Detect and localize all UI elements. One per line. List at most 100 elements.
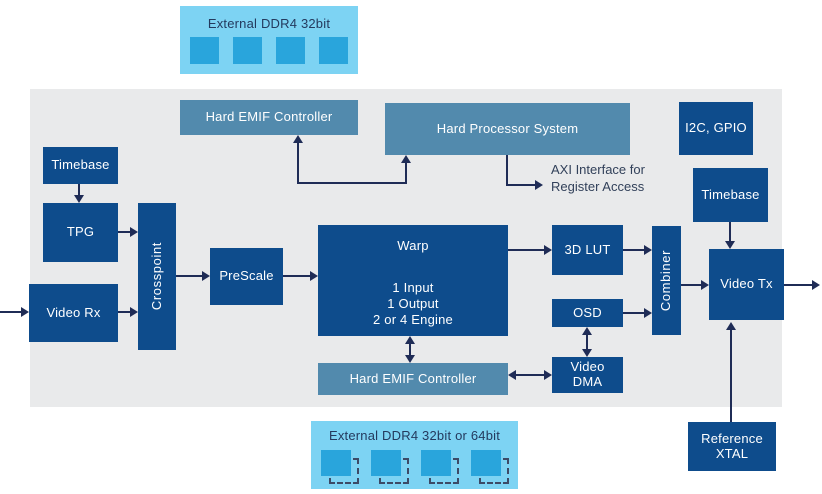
arrow-timebase-to-tpg-line: [78, 184, 80, 196]
block-timebase-right: Timebase: [693, 168, 768, 222]
block-prescale: PreScale: [210, 248, 283, 305]
block-video-rx: Video Rx: [29, 284, 118, 342]
arrow-combiner-to-videotx-head: [701, 280, 709, 290]
arrow-emif-videodma-line: [516, 374, 544, 376]
block-label: Combiner: [658, 249, 674, 312]
arrow-videorx-to-crosspoint-head: [130, 307, 138, 317]
memory-chip-icon: [470, 450, 501, 476]
memory-chip-row: [190, 37, 348, 64]
memory-chip-pair: [370, 450, 409, 484]
block-label: Hard EMIF Controller: [349, 370, 477, 386]
external-ddr4-bottom: External DDR4 32bit or 64bit: [311, 421, 518, 489]
arrow-hps-emif-hline: [297, 182, 407, 184]
arrow-hps-emif-right-vline: [405, 163, 407, 184]
memory-chip-pair: [470, 450, 509, 484]
arrow-osd-videodma-head-down: [582, 349, 592, 357]
axi-note-line: Register Access: [551, 179, 645, 194]
block-3d-lut: 3D LUT: [552, 225, 623, 275]
axi-note-line: AXI Interface for: [551, 162, 645, 177]
warp-title: Warp: [397, 238, 429, 253]
arrow-crosspoint-to-prescale-head: [202, 271, 210, 281]
arrow-prescale-to-warp-head: [310, 271, 318, 281]
block-label: Hard Processor System: [436, 120, 579, 136]
arrow-osd-videodma-head-up: [582, 327, 592, 335]
block-label: TPG: [66, 224, 95, 240]
arrow-hps-to-axi-head: [535, 180, 543, 190]
arrow-videorx-to-crosspoint-line: [118, 311, 130, 313]
arrow-tpg-to-crosspoint-head: [130, 227, 138, 237]
block-label: Reference XTAL: [701, 430, 763, 461]
external-ddr4-top-title: External DDR4 32bit: [207, 16, 331, 31]
memory-chip-pair: [420, 450, 459, 484]
arrow-input-to-videorx-line: [0, 311, 21, 313]
memory-chip-icon: [320, 450, 351, 476]
arrow-crosspoint-to-prescale-line: [176, 275, 202, 277]
block-label: OSD: [573, 304, 602, 320]
block-label: I2C, GPIO: [685, 120, 747, 136]
arrow-3dlut-to-combiner-head: [644, 245, 652, 255]
external-ddr4-bottom-title: External DDR4 32bit or 64bit: [328, 428, 501, 443]
memory-chip-icon: [233, 37, 262, 64]
block-warp: Warp 1 Input 1 Output 2 or 4 Engine: [318, 225, 508, 336]
block-label: Crosspoint: [148, 242, 164, 311]
arrow-warp-emif-head-down: [405, 355, 415, 363]
arrow-timebase-to-videotx-head: [725, 241, 735, 249]
warp-details: 1 Input 1 Output 2 or 4 Engine: [373, 280, 453, 328]
arrow-videotx-to-output-head: [812, 280, 820, 290]
block-hard-processor-system: Hard Processor System: [385, 103, 630, 155]
block-label: Video DMA: [570, 359, 605, 389]
arrow-refxtal-to-videotx-head: [726, 322, 736, 330]
memory-chip-icon: [276, 37, 305, 64]
arrow-3dlut-to-combiner-line: [623, 249, 644, 251]
block-hard-emif-bottom: Hard EMIF Controller: [318, 363, 508, 395]
block-label: Timebase: [51, 157, 110, 173]
memory-chip-icon: [370, 450, 401, 476]
arrow-osd-videodma-line: [586, 335, 588, 349]
block-label: PreScale: [219, 268, 274, 284]
block-crosspoint: Crosspoint: [138, 203, 176, 350]
block-video-dma: Video DMA: [552, 357, 623, 393]
block-label: Hard EMIF Controller: [205, 109, 333, 125]
arrow-hps-emif-head-into-hps: [401, 155, 411, 163]
arrow-timebase-to-videotx-line: [729, 222, 731, 241]
arrow-hps-to-axi-hline: [506, 184, 535, 186]
warp-detail-line: 1 Output: [387, 295, 439, 311]
warp-detail-line: 2 or 4 Engine: [373, 311, 453, 327]
arrow-refxtal-to-videotx-line: [730, 330, 732, 422]
block-label: Video Tx: [720, 276, 773, 292]
arrow-tpg-to-crosspoint-line: [118, 231, 130, 233]
axi-interface-note: AXI Interface for Register Access: [551, 161, 681, 195]
block-osd: OSD: [552, 299, 623, 327]
block-label: Video Rx: [46, 304, 101, 320]
arrow-osd-to-combiner-head: [644, 308, 652, 318]
block-timebase-left: Timebase: [43, 147, 118, 184]
arrow-timebase-to-tpg-head: [74, 195, 84, 203]
arrow-hps-emif-head-into-emif: [293, 135, 303, 143]
block-label: 3D LUT: [564, 241, 611, 257]
arrow-emif-videodma-head-left: [508, 370, 516, 380]
arrow-warp-emif-line: [409, 344, 411, 355]
block-i2c-gpio: I2C, GPIO: [679, 102, 753, 155]
block-video-tx: Video Tx: [709, 249, 784, 320]
arrow-hps-to-axi-vline: [506, 155, 508, 186]
block-tpg: TPG: [43, 203, 118, 262]
memory-chip-row: [320, 450, 509, 484]
arrow-warp-to-3dlut-head: [544, 245, 552, 255]
arrow-warp-emif-head-up: [405, 336, 415, 344]
block-hard-emif-top: Hard EMIF Controller: [180, 100, 358, 135]
arrow-hps-emif-left-vline: [297, 143, 299, 184]
block-combiner: Combiner: [652, 226, 681, 335]
arrow-warp-to-3dlut-line: [508, 249, 544, 251]
arrow-prescale-to-warp-line: [283, 275, 310, 277]
block-reference-xtal: Reference XTAL: [688, 422, 776, 471]
arrow-combiner-to-videotx-line: [681, 284, 701, 286]
block-label: Timebase: [701, 186, 760, 202]
arrow-emif-videodma-head-right: [544, 370, 552, 380]
arrow-osd-to-combiner-line: [623, 312, 644, 314]
memory-chip-pair: [320, 450, 359, 484]
arrow-input-to-videorx-head: [21, 307, 29, 317]
arrow-videotx-to-output-line: [784, 284, 812, 286]
memory-chip-icon: [190, 37, 219, 64]
external-ddr4-top: External DDR4 32bit: [180, 6, 358, 74]
